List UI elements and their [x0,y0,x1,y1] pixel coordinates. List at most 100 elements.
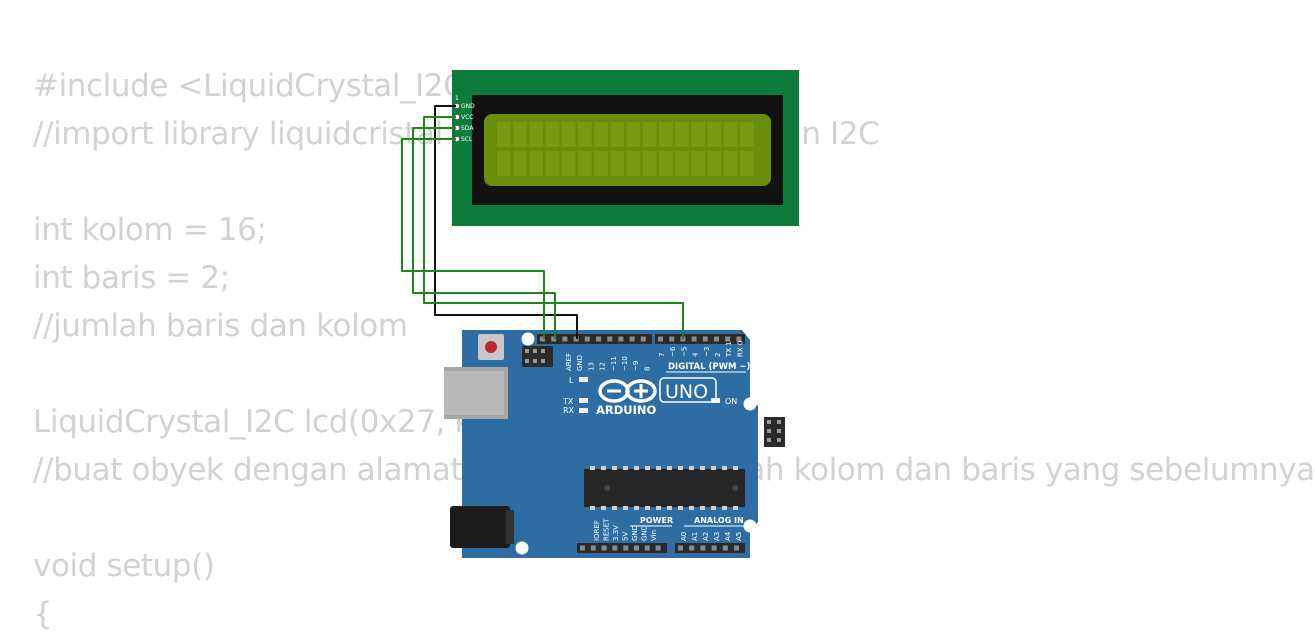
lcd-char-cell [545,122,560,147]
dc-power-jack-tip [506,510,514,544]
lcd-char-cell [497,122,511,147]
digital-pin-label: ~10 [621,356,629,371]
chip-dot [732,485,738,491]
lcd-char-cell [497,151,511,176]
lcd-char-cell [561,151,576,176]
lcd-module[interactable]: 1 GND VCC SDA SCL [452,70,799,226]
header-pin [590,545,596,551]
analog-pin-label: A3 [713,532,721,541]
digital-pin-label: 2 [714,353,722,357]
chip-pins [590,466,738,510]
chip-pin [678,506,683,510]
led-rx-label: RX [563,406,575,415]
power-label: POWER [640,516,673,525]
digital-pin-label: ~9 [632,361,640,371]
chip-pin [590,466,595,470]
led-tx [579,398,588,403]
header-pin [700,545,706,551]
power-pin-label: RESET [603,518,611,541]
analog-pin-label: A2 [702,532,710,541]
digital-pin-label: 8 [643,367,651,371]
digital-pin-label: RX 0 [736,341,744,357]
power-pin-label: IOREF [593,520,601,541]
digital-pin-label: ~5 [680,347,688,357]
header-pin [736,336,742,342]
lcd-char-cell [691,122,705,147]
lcd-character-grid [497,122,754,176]
chip-pin [656,506,661,510]
wire-scl[interactable] [401,138,545,339]
wire-vcc[interactable] [423,116,684,339]
digital-pin-label: GND [576,355,584,371]
digital-pin-label: ~6 [669,346,677,357]
analog-pin-label: A0 [680,532,688,541]
chip-pin [700,466,705,470]
digital-header-left[interactable] [537,334,652,344]
chip-pin [678,466,683,470]
arduino-infinity-logo [598,379,657,403]
power-pin-label: 5V [622,532,630,541]
lcd-pin-vcc-label: VCC [461,114,473,121]
lcd-pin1-label: 1 [455,95,459,102]
mount-hole-right-top [743,397,757,411]
lcd-pin-gnd[interactable]: GND [454,103,475,110]
header-pin [607,336,613,342]
uno-label-box [659,377,717,403]
chip-pin [590,506,595,510]
chip-pin [612,466,617,470]
analog-pin-label: A5 [735,532,743,541]
lcd-char-cell [545,151,560,176]
lcd-char-cell [626,122,641,147]
icsp-header-top [522,346,553,367]
reset-button[interactable] [485,341,497,353]
digital-pin-label: 12 [599,362,607,371]
lcd-char-cell [561,122,576,147]
chip-pin [656,466,661,470]
header-pin [669,336,675,342]
header-pin [618,336,624,342]
header-pin [655,545,661,551]
chip-pin [700,506,705,510]
header-pin [725,336,731,342]
header-pin [714,336,719,342]
digital-header-right[interactable] [655,334,745,344]
header-pin [678,545,683,551]
analog-pin-label: A1 [691,532,699,541]
chip-pin [645,466,650,470]
header-pin [580,545,585,551]
led-l [579,377,588,382]
mount-hole-bottom-left [515,541,529,555]
chip-pin [601,506,606,510]
lcd-char-cell [626,151,641,176]
digital-pin-label: 7 [658,353,666,357]
bottom-header-pins [580,545,739,551]
header-pin [540,336,545,342]
analog-header[interactable] [675,543,745,553]
lcd-char-cell [513,151,527,176]
lcd-char-cell [723,122,738,147]
analog-label: ANALOG IN [694,516,744,525]
header-pin [634,545,639,551]
code-line-6: //jumlah baris dan kolom [33,308,408,344]
chip-pin [634,466,639,470]
digital-pin-label: 4 [692,352,700,357]
wire-sda[interactable] [412,127,556,339]
lcd-char-cell [578,122,592,147]
power-header[interactable] [577,543,667,553]
lcd-char-cell [691,151,705,176]
lcd-char-cell [740,122,754,147]
header-pin [644,545,650,551]
chip-pin [612,506,617,510]
header-pin [722,545,728,551]
code-line-12: { [33,596,53,632]
led-tx-label: TX [562,397,574,406]
header-pin [562,336,568,342]
lcd-char-cell [675,151,689,176]
wire-gnd[interactable] [434,105,578,339]
digital-label: DIGITAL (PWM ~) [668,362,750,372]
chip-pin [722,466,727,470]
header-pin [734,545,739,551]
mount-hole-top-left [521,332,535,346]
